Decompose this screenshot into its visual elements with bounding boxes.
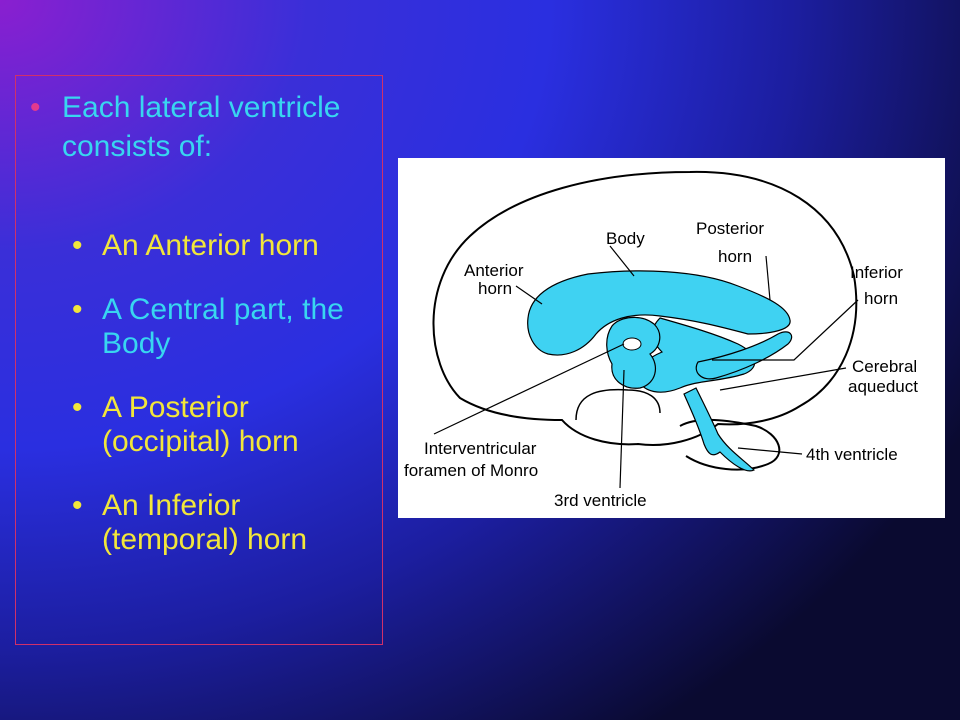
brain-outline bbox=[432, 170, 858, 446]
leader-cerebral bbox=[719, 367, 847, 391]
label-body: Body bbox=[606, 229, 645, 248]
label-anterior-2: horn bbox=[478, 279, 512, 298]
sub-prefix: An bbox=[102, 489, 148, 522]
foramen-hole bbox=[622, 337, 642, 351]
label-cerebral-1: Cerebral bbox=[852, 357, 917, 376]
leader-fourth bbox=[737, 447, 803, 455]
sub-bullet-body: • A Central part, the Body bbox=[72, 293, 372, 361]
sub-prefix: A Central part, bbox=[102, 293, 303, 326]
sub-prefix: An bbox=[102, 229, 146, 262]
main-bullet: • Each lateral ventricle consists of: bbox=[30, 88, 370, 166]
sub-highlight: Posterior (occipital) horn bbox=[102, 391, 299, 458]
bullet-marker: • bbox=[30, 91, 41, 124]
label-third: 3rd ventricle bbox=[554, 491, 647, 510]
label-posterior-2: horn bbox=[718, 247, 752, 266]
label-inferior-1: Inferior bbox=[850, 263, 903, 282]
sub-bullet-posterior: • A Posterior (occipital) horn bbox=[72, 391, 372, 459]
label-anterior-1: Anterior bbox=[464, 261, 524, 280]
sub-prefix: A bbox=[102, 391, 129, 424]
ventricle-diagram-svg: Body Posterior horn Anterior horn Inferi… bbox=[404, 170, 918, 510]
bullet-marker: • bbox=[72, 293, 83, 326]
leader-third bbox=[619, 369, 625, 489]
label-intervent-1: Interventricular bbox=[424, 439, 537, 458]
sub-highlight: the Body bbox=[102, 293, 344, 360]
label-fourth: 4th ventricle bbox=[806, 445, 898, 464]
leader-posterior bbox=[765, 255, 771, 301]
sub-bullet-list: • An Anterior horn • A Central part, the… bbox=[72, 229, 372, 587]
bullet-marker: • bbox=[72, 391, 83, 424]
ventricle-diagram: Body Posterior horn Anterior horn Inferi… bbox=[398, 158, 945, 518]
bullet-marker: • bbox=[72, 229, 83, 262]
leader-intervent bbox=[433, 343, 625, 435]
sub-bullet-inferior: • An Inferior (temporal) horn bbox=[72, 489, 372, 557]
label-posterior-1: Posterior bbox=[696, 219, 764, 238]
third-ventricle bbox=[606, 316, 661, 389]
label-cerebral-2: aqueduct bbox=[848, 377, 918, 396]
brainstem-outline bbox=[575, 388, 661, 421]
inferior-horn bbox=[695, 331, 793, 380]
bullet-marker: • bbox=[72, 489, 83, 522]
cerebellum-outline bbox=[679, 418, 781, 471]
sub-bullet-anterior: • An Anterior horn bbox=[72, 229, 372, 263]
text-box: • Each lateral ventricle consists of: • … bbox=[15, 75, 383, 645]
main-bullet-text: Each lateral ventricle consists of: bbox=[62, 91, 341, 163]
leader-anterior bbox=[515, 285, 543, 305]
aqueduct-fourth-ventricle bbox=[683, 387, 756, 472]
leader-body bbox=[609, 245, 635, 277]
leader-inferior bbox=[712, 299, 859, 361]
sub-highlight: Inferior (temporal) horn bbox=[102, 489, 308, 556]
lateral-ventricle-body bbox=[527, 270, 791, 356]
sub-highlight: Anterior horn bbox=[145, 229, 319, 262]
label-inferior-2: horn bbox=[864, 289, 898, 308]
label-intervent-2: foramen of Monro bbox=[404, 461, 538, 480]
